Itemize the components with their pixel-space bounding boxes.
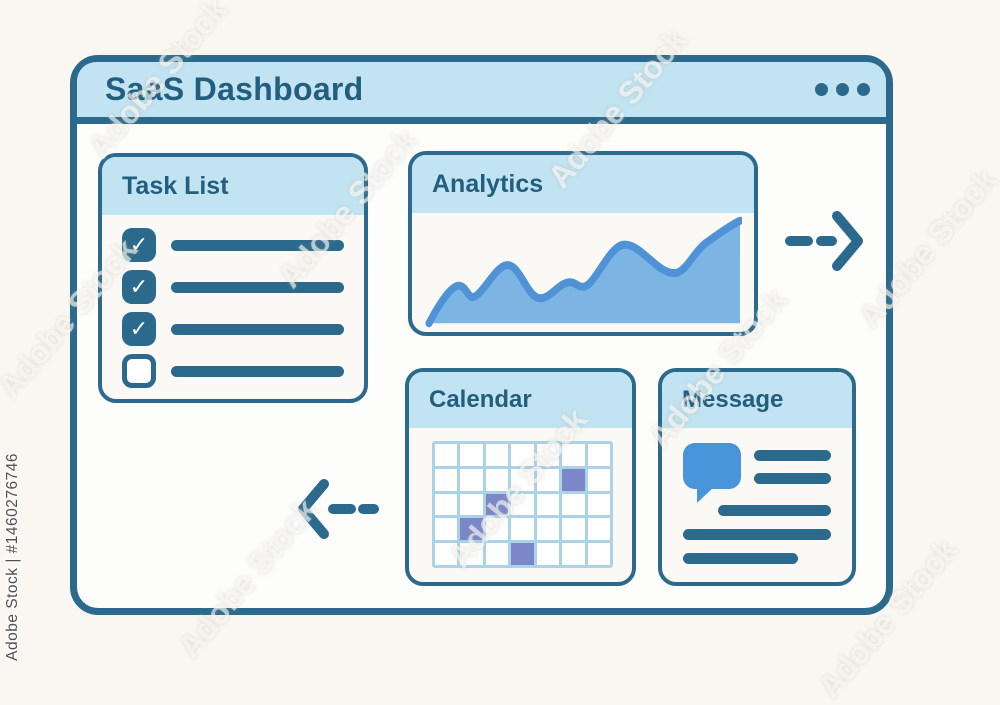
calendar-cell[interactable] bbox=[536, 543, 560, 565]
message-title: Message bbox=[682, 386, 784, 413]
calendar-cell[interactable] bbox=[485, 444, 509, 466]
task-row: ✓ bbox=[122, 228, 344, 262]
message-line-placeholder bbox=[754, 473, 831, 484]
calendar-body bbox=[409, 428, 632, 568]
calendar-cell-highlighted[interactable] bbox=[511, 543, 534, 565]
message-card: Message bbox=[658, 368, 856, 586]
calendar-cell[interactable] bbox=[536, 518, 560, 541]
calendar-cell-highlighted[interactable] bbox=[485, 493, 509, 516]
checkbox-checked-icon[interactable]: ✓ bbox=[122, 270, 156, 304]
calendar-cell[interactable] bbox=[562, 518, 585, 541]
checkbox-unchecked-icon[interactable] bbox=[122, 354, 156, 388]
task-list-card: Task List ✓ ✓ ✓ bbox=[98, 153, 368, 403]
ellipsis-menu-button[interactable] bbox=[815, 83, 870, 96]
arrow-right-icon bbox=[785, 211, 863, 271]
message-top-lines bbox=[754, 443, 831, 505]
task-text-placeholder bbox=[171, 323, 344, 335]
calendar-cell[interactable] bbox=[562, 493, 585, 516]
calendar-cell[interactable] bbox=[511, 518, 534, 541]
task-list-body: ✓ ✓ ✓ bbox=[102, 215, 364, 388]
calendar-cell[interactable] bbox=[587, 518, 610, 541]
calendar-cell[interactable] bbox=[435, 493, 458, 516]
calendar-cell[interactable] bbox=[511, 468, 534, 491]
calendar-cell[interactable] bbox=[460, 493, 483, 516]
calendar-cell-highlighted[interactable] bbox=[562, 468, 585, 491]
task-text-placeholder bbox=[171, 239, 344, 251]
calendar-cell[interactable] bbox=[587, 543, 610, 565]
message-header: Message bbox=[662, 372, 852, 428]
calendar-cell[interactable] bbox=[435, 518, 458, 541]
message-line-placeholder bbox=[754, 450, 831, 461]
calendar-cell[interactable] bbox=[460, 543, 483, 565]
calendar-cell[interactable] bbox=[511, 493, 534, 516]
checkbox-checked-icon[interactable]: ✓ bbox=[122, 228, 156, 262]
message-body bbox=[662, 428, 852, 564]
calendar-cell[interactable] bbox=[587, 468, 610, 491]
calendar-title: Calendar bbox=[429, 386, 532, 413]
analytics-title: Analytics bbox=[432, 169, 544, 198]
window-title: SaaS Dashboard bbox=[105, 71, 364, 107]
calendar-cell[interactable] bbox=[460, 444, 483, 466]
calendar-cell[interactable] bbox=[587, 444, 610, 466]
task-row: ✓ bbox=[122, 312, 344, 346]
calendar-cell[interactable] bbox=[460, 468, 483, 491]
area-chart bbox=[425, 216, 742, 328]
calendar-cell-highlighted[interactable] bbox=[460, 518, 483, 541]
ellipsis-dot bbox=[836, 83, 849, 96]
calendar-cell[interactable] bbox=[536, 444, 560, 466]
calendar-cell[interactable] bbox=[562, 444, 585, 466]
calendar-cell[interactable] bbox=[562, 543, 585, 565]
message-line-placeholder bbox=[683, 529, 831, 540]
task-row bbox=[122, 354, 344, 388]
arrow-left-icon bbox=[298, 479, 379, 539]
calendar-cell[interactable] bbox=[485, 468, 509, 491]
task-text-placeholder bbox=[171, 365, 344, 377]
calendar-cell[interactable] bbox=[485, 543, 509, 565]
speech-bubble-icon bbox=[683, 443, 741, 503]
calendar-cell[interactable] bbox=[587, 493, 610, 516]
area-chart-fill bbox=[428, 220, 741, 324]
message-line-placeholder bbox=[718, 505, 831, 516]
task-list-title: Task List bbox=[122, 171, 229, 200]
task-list-header: Task List bbox=[102, 157, 364, 215]
calendar-cell[interactable] bbox=[485, 518, 509, 541]
message-line-placeholder bbox=[683, 553, 799, 564]
calendar-card: Calendar bbox=[405, 368, 636, 586]
checkbox-checked-icon[interactable]: ✓ bbox=[122, 312, 156, 346]
analytics-chart-wrap bbox=[412, 213, 754, 329]
ellipsis-dot bbox=[815, 83, 828, 96]
ellipsis-dot bbox=[857, 83, 870, 96]
analytics-card: Analytics bbox=[408, 151, 758, 336]
calendar-grid bbox=[432, 441, 613, 568]
calendar-cell[interactable] bbox=[536, 468, 560, 491]
task-row: ✓ bbox=[122, 270, 344, 304]
area-chart-line bbox=[425, 216, 742, 328]
calendar-cell[interactable] bbox=[435, 444, 458, 466]
window-header: SaaS Dashboard bbox=[77, 62, 886, 124]
calendar-cell[interactable] bbox=[511, 444, 534, 466]
calendar-header: Calendar bbox=[409, 372, 632, 428]
calendar-cell[interactable] bbox=[536, 493, 560, 516]
task-text-placeholder bbox=[171, 281, 344, 293]
calendar-cell[interactable] bbox=[435, 543, 458, 565]
analytics-header: Analytics bbox=[412, 155, 754, 213]
calendar-cell[interactable] bbox=[435, 468, 458, 491]
watermark-id-label: Adobe Stock | #1460276746 bbox=[4, 453, 21, 661]
